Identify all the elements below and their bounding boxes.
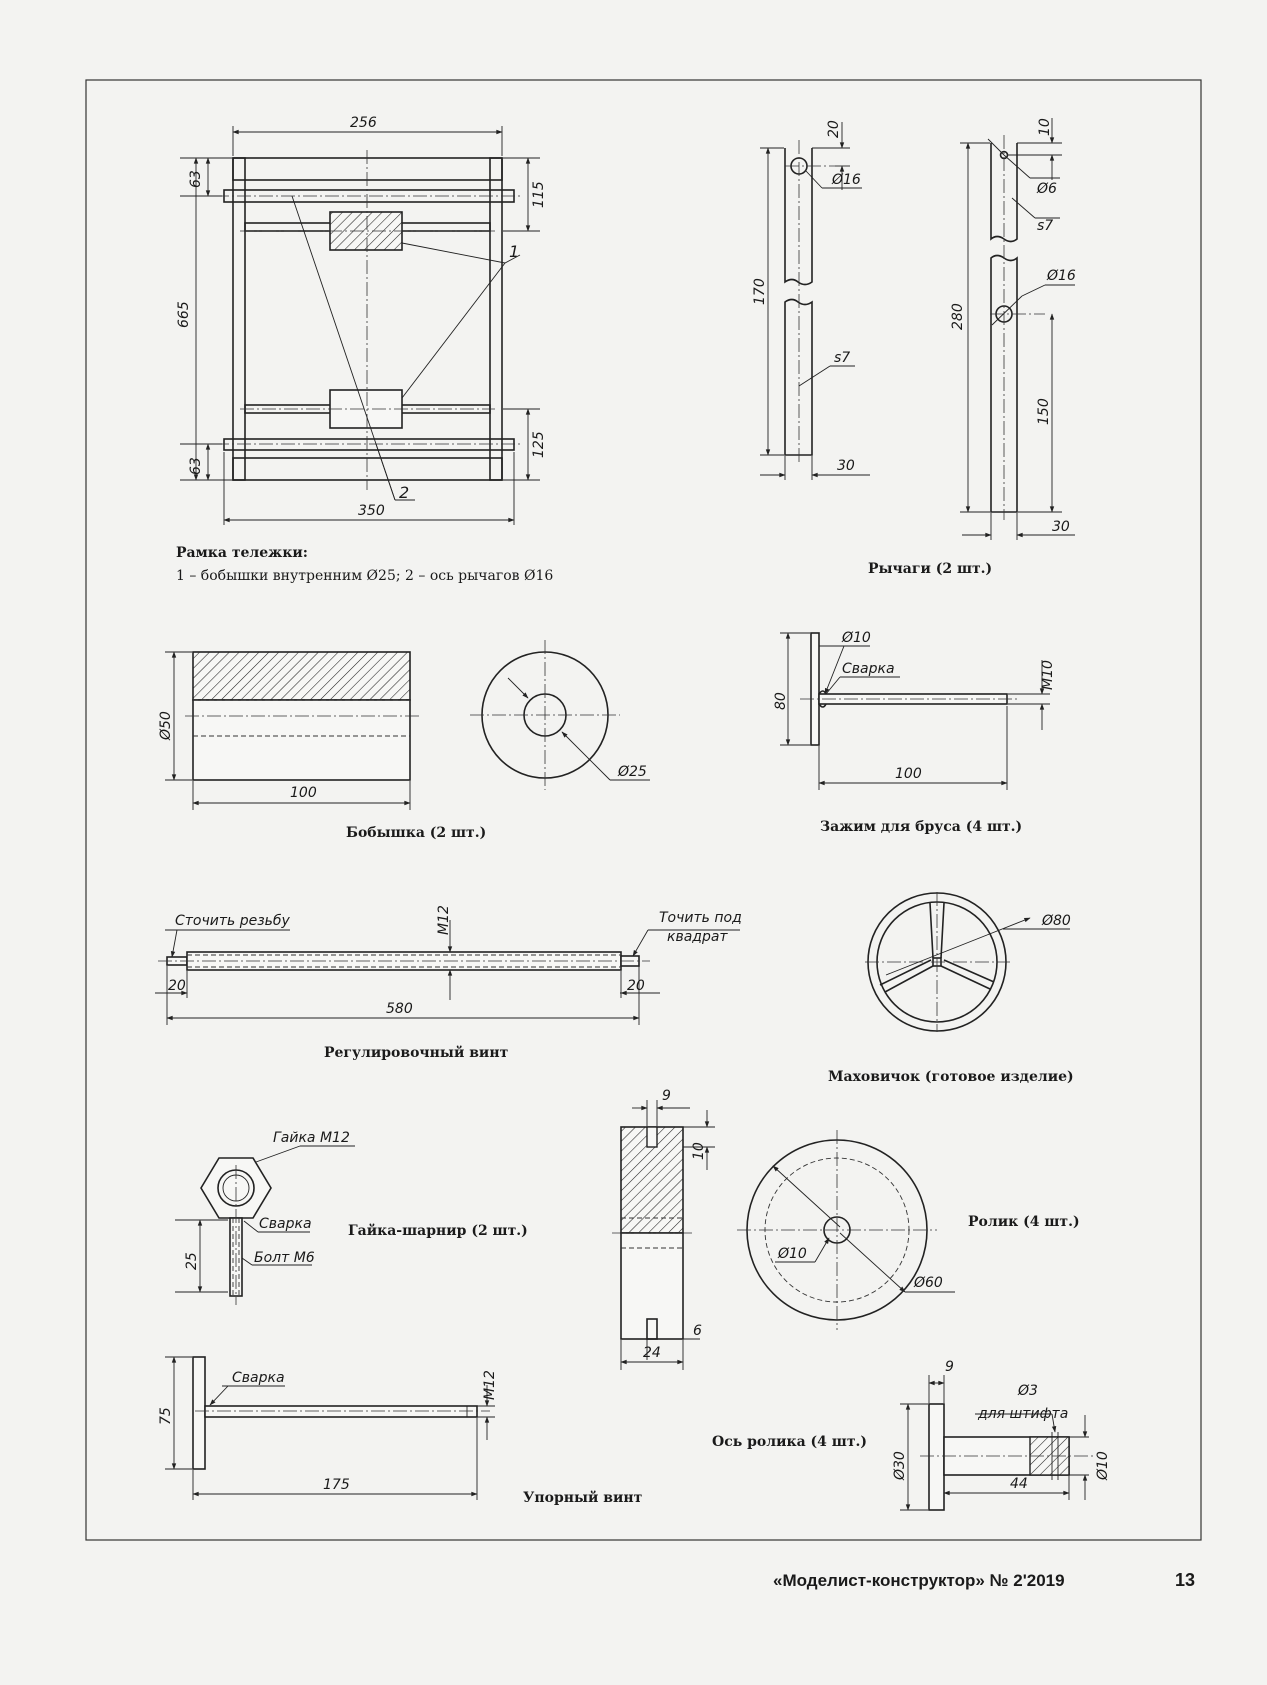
frame-dim-63-top: 63 xyxy=(188,170,204,188)
handwheel-drawing xyxy=(865,892,1070,1032)
nut-label: Гайка M12 xyxy=(273,1130,350,1146)
screw-dim-20-left: 20 xyxy=(168,978,186,994)
frame-ref-2: 2 xyxy=(399,483,409,502)
stop-dim-175: 175 xyxy=(323,1477,350,1493)
frame-drawing xyxy=(180,126,540,525)
frame-caption-title: Рамка тележки: xyxy=(176,545,308,561)
lever-short-drawing xyxy=(760,122,870,480)
screw-thread-note: Сточить резьбу xyxy=(175,913,291,929)
lever1-dim-30: 30 xyxy=(837,458,855,474)
lever1-s7: s7 xyxy=(834,350,850,366)
roller-dia-60: Ø60 xyxy=(913,1275,943,1291)
roller-axle-drawing xyxy=(900,1375,1095,1511)
levers-caption: Рычаги (2 шт.) xyxy=(868,561,992,577)
stop-dim-75: 75 xyxy=(158,1407,174,1425)
stop-screw-drawing xyxy=(165,1356,495,1500)
screw-square-note-1: Точить под xyxy=(659,910,742,926)
boss-dia-50: Ø50 xyxy=(158,711,174,741)
lever2-dim-10: 10 xyxy=(1037,118,1053,136)
roller-dim-10: 10 xyxy=(691,1142,707,1160)
lever2-dim-150: 150 xyxy=(1036,398,1052,425)
roller-dim-9: 9 xyxy=(662,1088,671,1104)
frame-dim-665: 665 xyxy=(176,301,192,328)
axle-dia-3: Ø3 xyxy=(1017,1383,1038,1399)
lever2-dim-280: 280 xyxy=(950,303,966,330)
clamp-dim-80: 80 xyxy=(773,692,789,710)
clamp-dim-100: 100 xyxy=(895,766,922,782)
clamp-weld-label: Сварка xyxy=(842,661,895,677)
lever2-s7: s7 xyxy=(1037,218,1053,234)
handwheel-caption: Маховичок (готовое изделие) xyxy=(828,1069,1074,1085)
lever2-dia-16: Ø16 xyxy=(1046,268,1076,284)
adjusting-screw-caption: Регулировочный винт xyxy=(324,1044,509,1061)
stop-screw-caption: Упорный винт xyxy=(523,1489,643,1506)
frame-dim-63-bottom: 63 xyxy=(188,457,204,475)
roller-dim-6: 6 xyxy=(693,1323,702,1339)
nut-hinge-drawing xyxy=(175,1145,355,1305)
roller-side-drawing xyxy=(612,1100,715,1370)
frame-dim-256: 256 xyxy=(350,115,377,131)
roller-axle-caption: Ось ролика (4 шт.) xyxy=(712,1434,867,1450)
frame-dim-125: 125 xyxy=(531,431,547,458)
clamp-caption: Зажим для бруса (4 шт.) xyxy=(820,819,1022,835)
axle-dim-44: 44 xyxy=(1010,1476,1028,1492)
clamp-drawing xyxy=(780,632,1050,790)
roller-caption: Ролик (4 шт.) xyxy=(968,1214,1080,1230)
page-number: 13 xyxy=(1175,1570,1195,1590)
roller-front-drawing xyxy=(737,1130,955,1330)
clamp-dia-10: Ø10 xyxy=(841,630,871,646)
boss-dim-100: 100 xyxy=(290,785,317,801)
frame-dim-350: 350 xyxy=(358,503,385,519)
lever1-dia-16: Ø16 xyxy=(831,172,861,188)
screw-m12: M12 xyxy=(436,905,452,935)
frame-dim-115: 115 xyxy=(531,181,547,208)
roller-dia-10: Ø10 xyxy=(777,1246,807,1262)
nut-weld-label: Сварка xyxy=(259,1216,312,1232)
nut-bolt-label: Болт M6 xyxy=(254,1250,315,1266)
stop-weld-label: Сварка xyxy=(232,1370,285,1386)
axle-dia-30: Ø30 xyxy=(892,1451,908,1481)
axle-pin-note: для штифта xyxy=(977,1406,1068,1422)
wheel-dia-80: Ø80 xyxy=(1041,913,1071,929)
frame-caption-desc: 1 – бобышки внутренним Ø25; 2 – ось рыча… xyxy=(176,568,553,584)
footer-magazine: «Моделист-конструктор» № 2'2019 xyxy=(773,1571,1065,1590)
nut-dim-25: 25 xyxy=(184,1252,200,1270)
lever1-dim-170: 170 xyxy=(752,278,768,305)
screw-square-note-2: квадрат xyxy=(667,929,728,945)
roller-dim-24: 24 xyxy=(643,1345,661,1361)
frame-ref-1: 1 xyxy=(509,242,519,261)
axle-dia-10: Ø10 xyxy=(1095,1451,1111,1481)
lever1-dim-20: 20 xyxy=(826,120,842,138)
screw-dim-20-right: 20 xyxy=(627,978,645,994)
boss-drawing xyxy=(165,640,650,810)
screw-dim-580: 580 xyxy=(386,1001,413,1017)
clamp-m10: M10 xyxy=(1040,660,1056,690)
boss-dia-25: Ø25 xyxy=(617,764,647,780)
stop-m12: M12 xyxy=(482,1370,498,1400)
boss-caption: Бобышка (2 шт.) xyxy=(346,825,486,841)
adjusting-screw-drawing xyxy=(155,920,740,1025)
page-border xyxy=(85,79,1202,1541)
lever2-dim-30: 30 xyxy=(1052,519,1070,535)
lever2-dia-6: Ø6 xyxy=(1036,181,1057,197)
nut-hinge-caption: Гайка-шарнир (2 шт.) xyxy=(348,1222,528,1239)
lever-long-drawing xyxy=(960,118,1075,540)
axle-dim-9: 9 xyxy=(945,1359,954,1375)
